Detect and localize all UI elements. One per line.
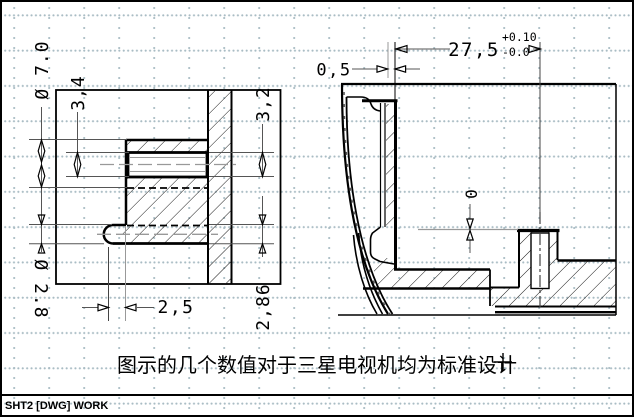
dim-hole-left: 3,4 [68,75,89,111]
drawing-caption: 图示的几个数值对于三星电视机均为标准设计 [117,355,517,377]
right-section-view: 0,5 27,5 +0.10 -0.0 0 [316,30,617,371]
dim-wall-thickness: 0,5 [316,61,351,81]
left-dim-arrows [37,137,267,312]
dim-boss-distance: 27,5 [448,39,500,61]
left-dim-lines [29,107,274,321]
shell-inner-curve [345,96,394,315]
dim-hole-right: 3,2 [253,86,274,122]
right-dim-arrows [376,44,543,241]
floor-hatch-left [374,258,490,288]
shell-outer-curve [340,83,389,315]
wall-hatch [208,90,232,284]
drawing-viewport[interactable]: Ø 7.0 3,4 3,2 Ø 2.8 2,86 2,5 [2,2,632,394]
shell-section-hatch [343,91,391,315]
status-bar: SHT2 [DWG] WORK [2,394,632,415]
dim-flush-offset: 0 [462,189,481,199]
left-section-view: Ø 7.0 3,4 3,2 Ø 2.8 2,86 2,5 [29,40,282,331]
cursor-cross-marker [494,353,512,371]
floor-hatch-right [490,232,616,306]
right-dim-lines [352,42,540,253]
dim-pin-depth: 2,86 [253,283,274,330]
panel-hatch [386,104,394,226]
top-step [346,96,381,112]
dim-tolerance-upper: +0.10 [502,30,537,44]
dim-tolerance-lower: -0.0 [502,45,530,59]
panel-foot [369,226,395,265]
status-bar-text: SHT2 [DWG] WORK [5,399,109,412]
dim-pin-diameter: Ø 2.8 [30,259,51,318]
dim-outer-diameter: Ø 7.0 [32,40,53,99]
dim-pin-offset: 2,5 [157,297,194,318]
